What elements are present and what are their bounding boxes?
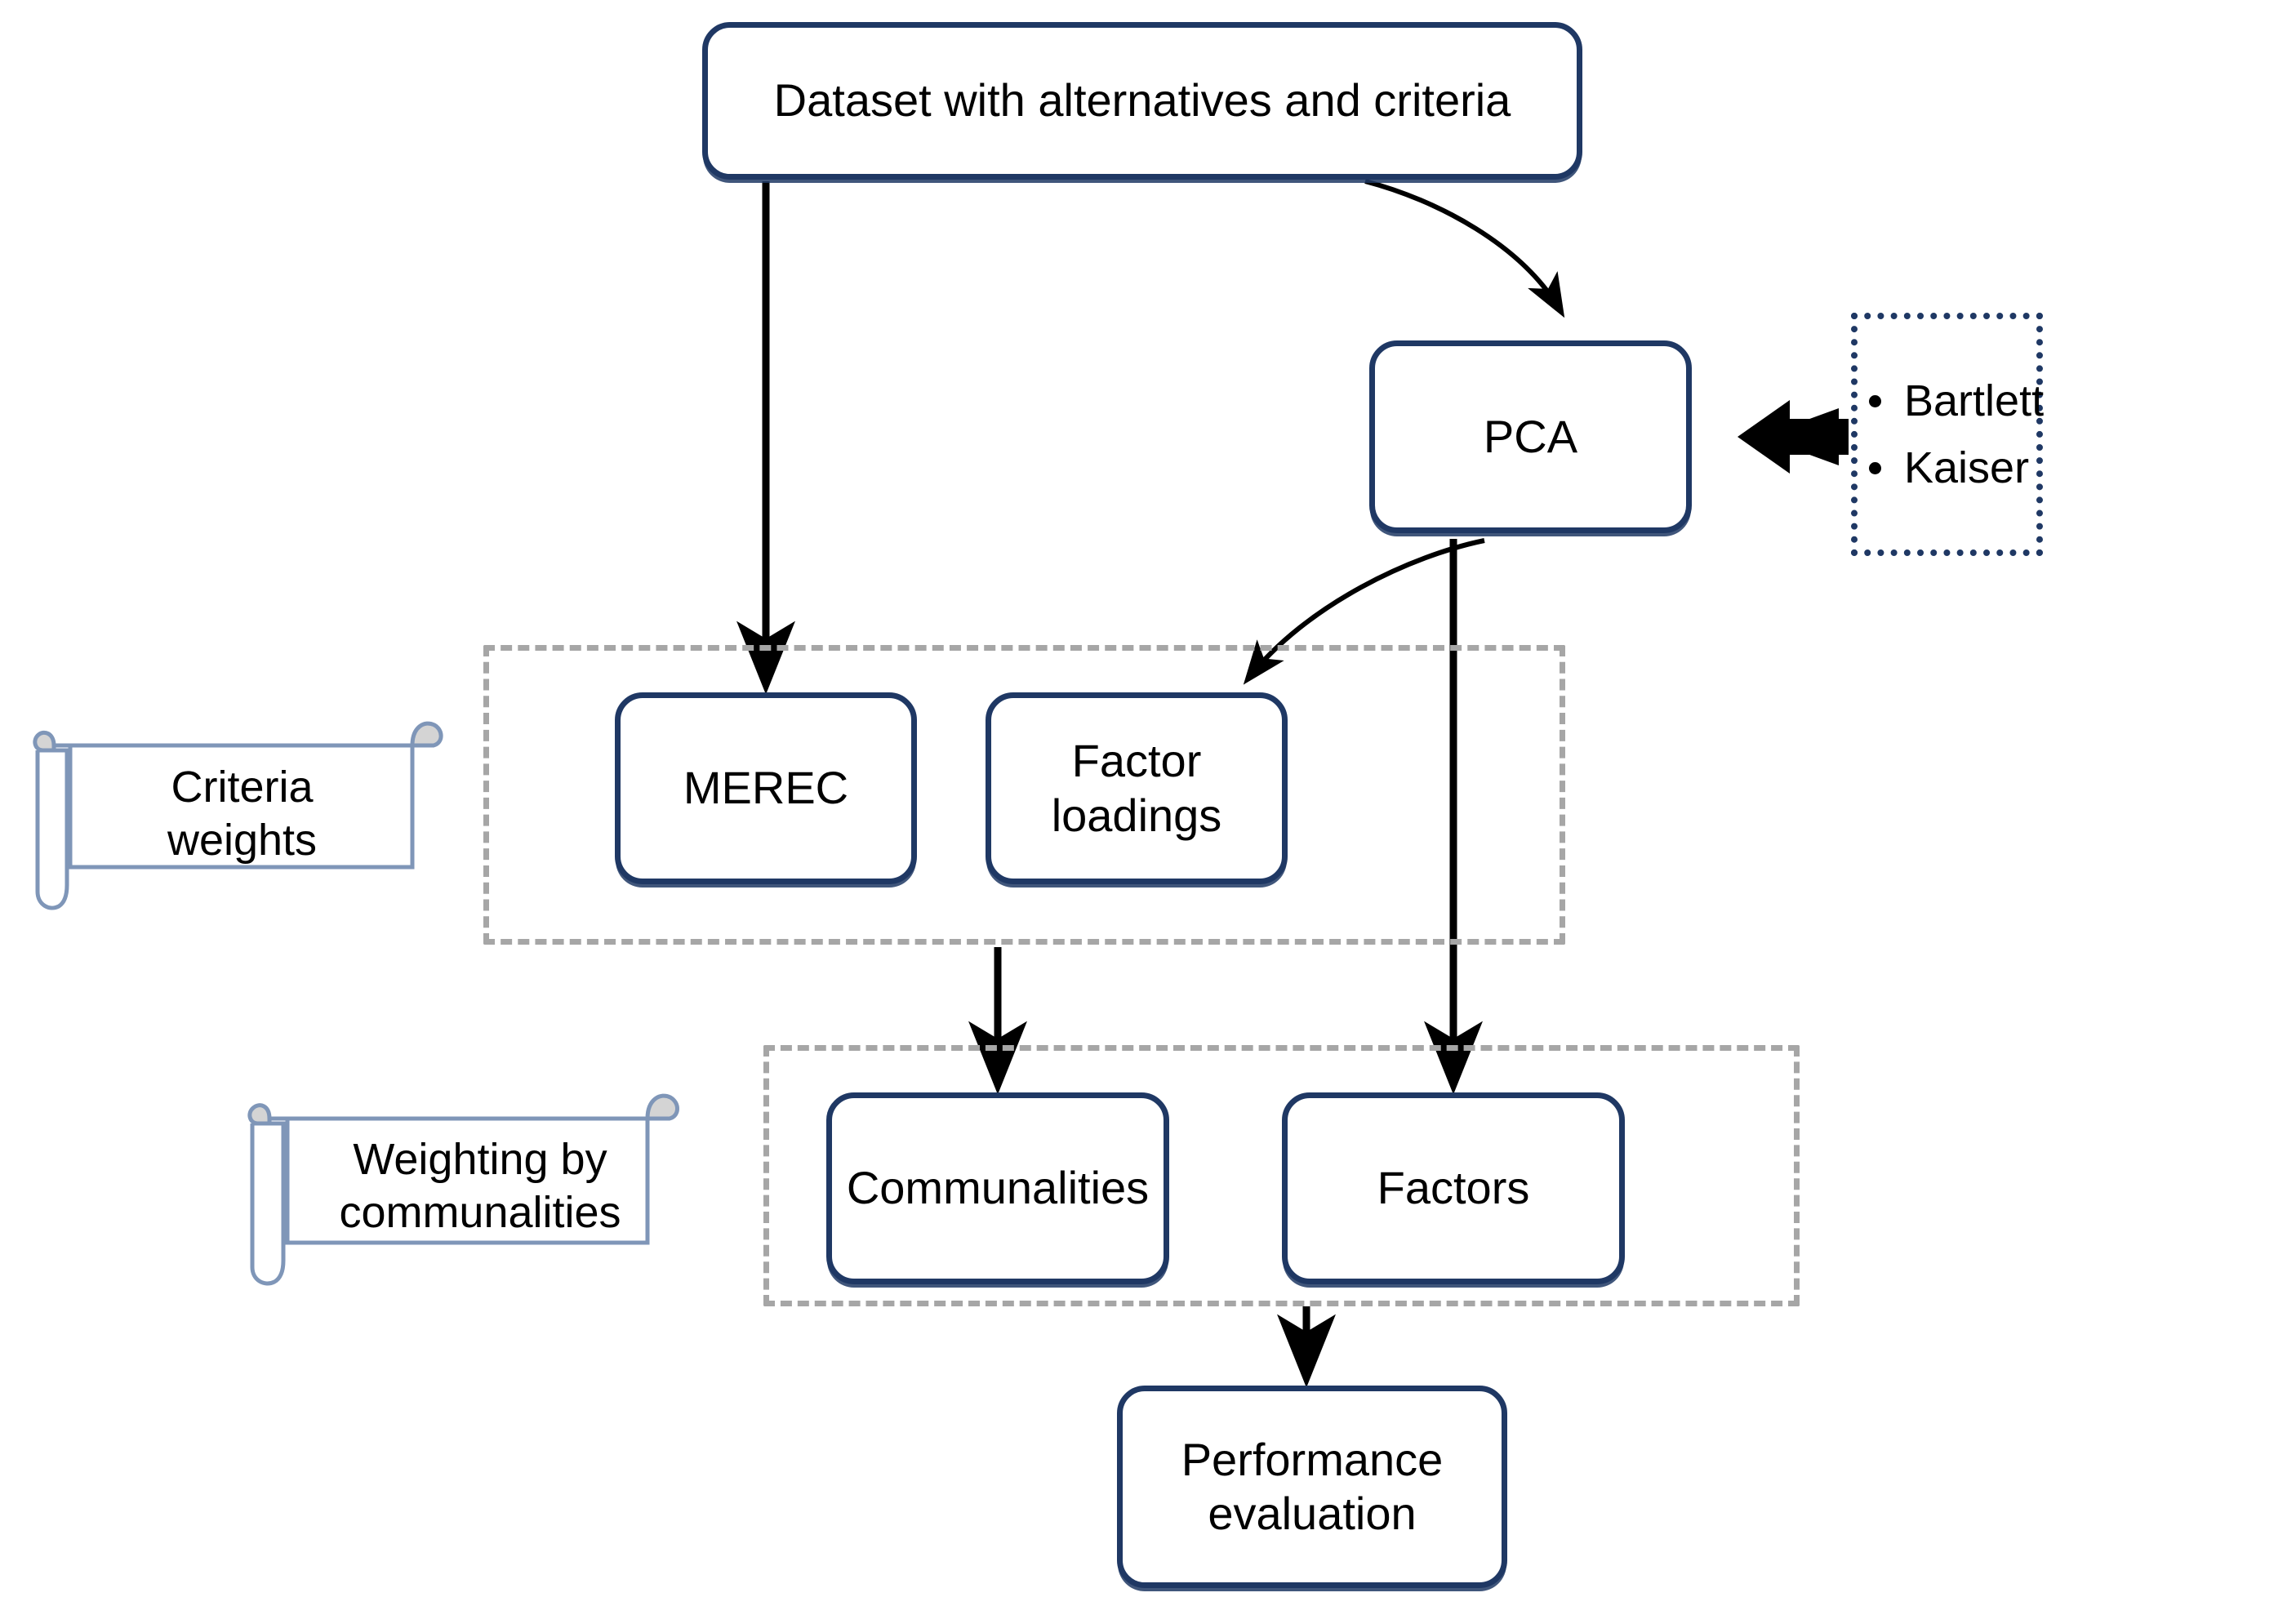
node-performance-line1: Performance	[1181, 1433, 1444, 1485]
annotation-weighting-by-communalities: Weighting by communalities	[245, 1084, 702, 1288]
node-factors-label: Factors	[1377, 1162, 1530, 1214]
bullet-dot-icon	[1869, 461, 1881, 474]
block-arrow-assumptions-to-pca	[1738, 400, 1849, 474]
annotation-weighting-line1: Weighting by	[353, 1135, 607, 1185]
node-factor-loadings-line2: loadings	[1051, 789, 1222, 841]
node-performance-line2: evaluation	[1208, 1488, 1417, 1539]
node-factor-loadings-label: Factor loadings	[1040, 734, 1234, 842]
assumption-item-kaiser: Kaiser	[1869, 443, 2031, 493]
node-communalities[interactable]: Communalities	[826, 1092, 1169, 1284]
node-factor-loadings-line1: Factor	[1071, 735, 1202, 787]
node-merec-label: MEREC	[683, 762, 849, 814]
node-factors[interactable]: Factors	[1282, 1092, 1625, 1284]
node-merec[interactable]: MEREC	[615, 692, 917, 884]
node-performance-evaluation-label: Performance evaluation	[1170, 1433, 1455, 1541]
node-dataset-label: Dataset with alternatives and criteria	[773, 74, 1511, 127]
assumption-item-bartlett-label: Bartlett	[1904, 376, 2045, 425]
arrow-dataset-to-pca	[1364, 179, 1565, 318]
assumption-item-bartlett: Bartlett	[1869, 376, 2044, 426]
annotation-weighting-label: Weighting by communalities	[245, 1084, 702, 1288]
annotation-criteria-weights-label: Criteria weights	[33, 713, 438, 914]
bullet-dot-icon	[1869, 394, 1881, 407]
node-performance-evaluation[interactable]: Performance evaluation	[1117, 1386, 1507, 1588]
node-dataset[interactable]: Dataset with alternatives and criteria	[702, 22, 1582, 180]
annotation-criteria-weights-line1: Criteria	[171, 762, 314, 812]
annotation-criteria-weights: Criteria weights	[33, 713, 438, 914]
node-pca-label: PCA	[1483, 410, 1578, 462]
assumption-item-kaiser-label: Kaiser	[1904, 443, 2030, 492]
annotation-weighting-line2: communalities	[339, 1188, 621, 1237]
annotation-criteria-weights-line2: weights	[167, 815, 318, 865]
node-communalities-label: Communalities	[846, 1162, 1150, 1214]
group-container-outputs	[763, 1045, 1800, 1306]
node-pca[interactable]: PCA	[1369, 340, 1692, 533]
group-container-weighting-methods	[483, 645, 1565, 945]
node-factor-loadings[interactable]: Factor loadings	[986, 692, 1288, 884]
assumptions-box[interactable]: Bartlett Kaiser	[1851, 313, 2044, 556]
